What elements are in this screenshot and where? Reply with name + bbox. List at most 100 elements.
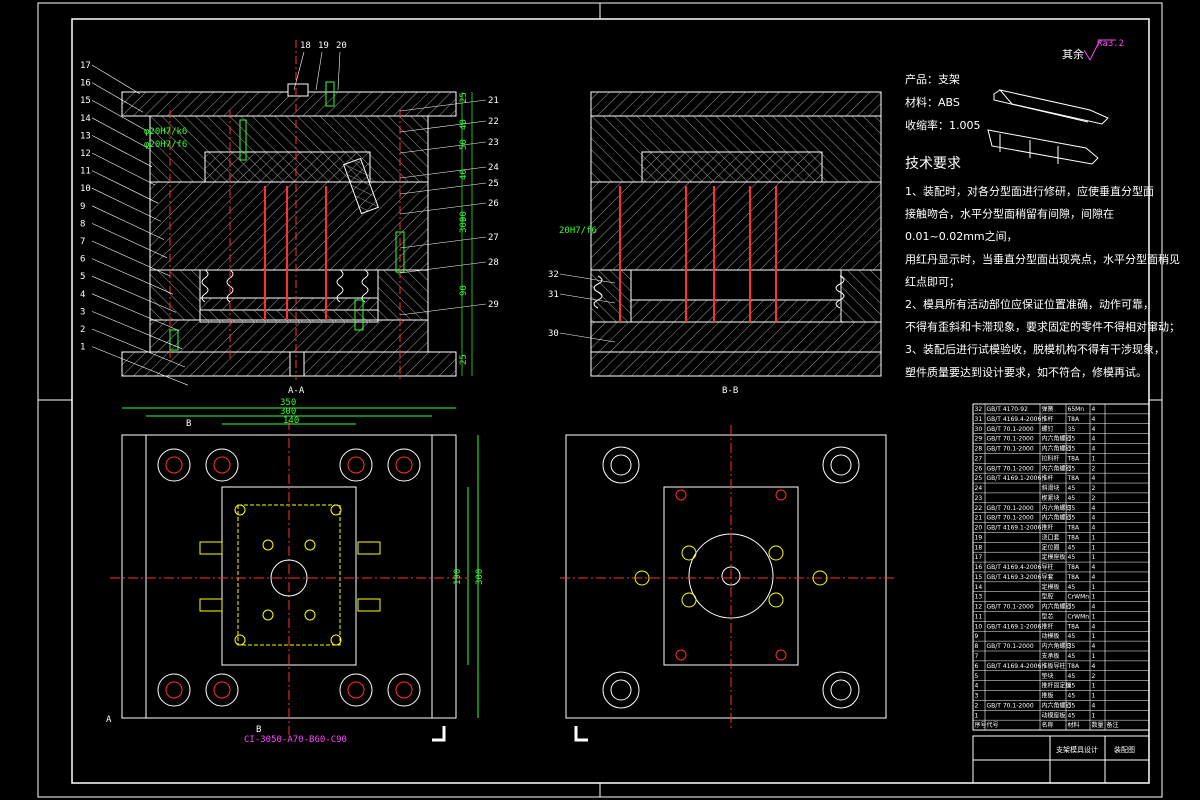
bom-cell: 4 [1092,702,1096,709]
bom-cell: 1 [1092,455,1096,462]
bom-header-cell: 名称 [1042,721,1054,729]
guide-hole-circle [213,456,231,474]
bom-cell: 1 [1092,683,1096,690]
tech-requirement-line: 塑件质量要达到设计要求，如不符合，修模再试。 [905,365,1147,379]
guide-bushing-circle [339,448,373,482]
bom-cell: 4 [1092,564,1096,571]
bom-cell: 2 [1092,495,1096,502]
bom-cell: 4 [1092,623,1096,630]
bom-cell: 1 [1092,554,1096,561]
bom-cell: 8 [975,643,979,650]
callout-label: 18 [300,41,311,51]
bom-cell: 推杆 [1042,474,1054,482]
tech-requirement-line: 红点即可； [905,275,960,288]
bom-cell: 22 [975,505,983,512]
bom-cell: 2 [1092,465,1096,472]
bom-cell: 1 [1092,594,1096,601]
section-b-caption: B-B [722,386,738,396]
bom-frame [972,403,1150,731]
callout-label: 13 [80,131,91,141]
callout-leader [559,273,616,284]
bom-cell: 4 [1092,406,1096,413]
bom-cell: 弹簧 [1042,405,1054,413]
screw-hole-circle [775,489,787,501]
bom-cell: GB/T 70.1-2000 [987,515,1034,522]
bom-cell: 4 [1092,604,1096,611]
bom-cell: GB/T 70.1-2000 [987,446,1034,453]
bom-cell: 35 [1068,426,1076,433]
callout-label: 12 [80,149,91,159]
bom-cell: 32 [975,406,983,413]
return-pin-circle [822,446,860,484]
bom-cell: 1 [1092,534,1096,541]
tech-requirements-body: 1、装配时，对各分型面进行修研，应使垂直分型面接触吻合，水平分型面稍留有间隙，间… [905,184,1180,379]
callout-label: 28 [488,258,499,268]
dimension-label: 90 [459,211,469,222]
callout-label: 27 [488,233,499,243]
mold-base-code: CI-3050-A70-B60-C90 [244,735,347,745]
section-a-pins [264,186,327,320]
callout-leader [91,275,177,313]
bom-cell: 7 [975,653,979,660]
guide-bushing-circle [157,448,191,482]
bom-cell: 导柱 [1042,563,1054,571]
plan-left-centerlines [110,420,470,735]
product-info-label: 收缩率： [905,118,949,132]
dimension-label: 25 [459,92,469,103]
callout-leader [91,328,186,368]
guide-hole-circle [395,681,413,699]
roughness-label: 其余 [1062,47,1084,61]
plan-right-bosses [602,446,860,709]
tech-requirement-line: 用红丹显示时，当垂直分型面出现亮点，水平分型面稍见 [905,252,1180,266]
bom-cell: 35 [1068,436,1076,443]
fit-label-h7-f6: φ20H7/f6 [144,140,187,150]
tech-requirement-line: 1、装配时，对各分型面进行修研，应使垂直分型面 [905,184,1154,198]
bom-cell: T8A [1067,416,1080,423]
bom-cell: 支承板 [1042,652,1060,660]
section-mark-b-bottom: B [256,725,261,735]
bom-cell: 45 [1068,693,1076,700]
bom-cell: 4 [1092,515,1096,522]
bom-cell: T8A [1067,564,1080,571]
callout-leader [91,82,144,113]
bom-cell: 45 [1068,485,1076,492]
dim-300-vertical: 300 [475,569,485,585]
bom-cell: GB/T 70.1-2000 [987,426,1034,433]
bom-cell: GB/T 70.1-2000 [987,465,1034,472]
bom-cell: 4 [1092,505,1096,512]
tech-requirement-line: 3、装配后进行试模验收，脱模机构不得有干涉现象， [905,342,1165,356]
bom-cell: 18 [975,544,983,551]
product-info-value: ABS [938,96,960,109]
bom-cell: GB/T 70.1-2000 [987,505,1034,512]
callout-leader [91,293,180,331]
fit-label-h7-k6: φ20H7/k6 [144,127,187,137]
callout-leader [91,205,165,240]
callout-leader [91,117,150,149]
bom-cell: T8A [1067,623,1080,630]
guide-bushing-circle [387,448,421,482]
bom-cell: 推杆 [1042,415,1054,423]
bom-cell: 内六角螺钉 [1042,464,1072,472]
ejector-pin-circle [681,545,697,561]
bom-cell: 4 [975,683,979,690]
dimension-label: 40 [459,119,469,130]
drawing-frame [37,2,1163,798]
return-pin-circle [602,446,640,484]
callout-label: 7 [80,237,85,247]
bom-cell: GB/T 4169.1-2006 [987,475,1042,482]
bom-cell: T8A [1067,455,1080,462]
roughness-value: Ra3.2 [1097,39,1124,49]
bom-cell: 15 [975,574,983,581]
bom-cell: 垫块 [1042,672,1054,680]
guide-hole-circle [347,456,365,474]
section-mark-a-bottom: A [106,715,112,725]
title-block: 支架模具设计 装配图 [972,735,1150,784]
bom-cell: 内六角螺钉 [1042,642,1072,650]
bom-cell: 9 [975,633,979,640]
bom-cell: 45 [1068,495,1076,502]
callout-label: 1 [80,343,85,353]
bom-cell: 推杆 [1042,524,1054,532]
callout-leader [91,258,174,295]
